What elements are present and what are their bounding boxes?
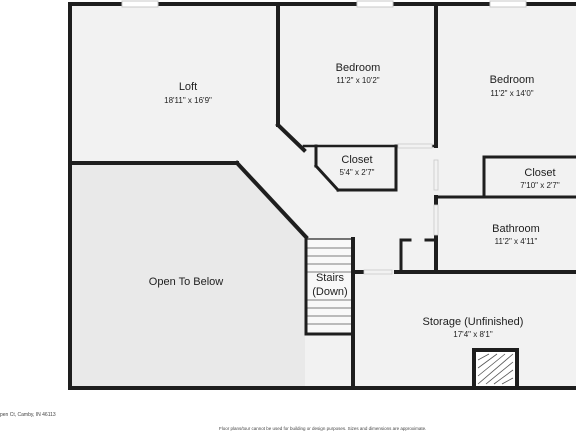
- room-label-closet-1: Closet: [341, 154, 372, 166]
- room-dims-closet-2: 7'10" x 2'7": [520, 181, 560, 190]
- disclaimer-text: Floor plans/tour cannot be used for buil…: [219, 426, 427, 431]
- room-label-loft: Loft: [179, 81, 197, 93]
- room-label-storage: Storage (Unfinished): [423, 316, 524, 328]
- stairs-treads: [305, 238, 354, 335]
- room-dims-bathroom: 11'2" x 4'11": [495, 237, 538, 246]
- room-dims-bedroom-1: 11'2" x 10'2": [336, 76, 379, 85]
- room-label-stairs-down: (Down): [312, 286, 347, 298]
- room-label-bedroom-1: Bedroom: [336, 62, 381, 74]
- room-dims-closet-1: 5'4" x 2'7": [340, 168, 375, 177]
- room-label-open-to-below: Open To Below: [149, 276, 223, 288]
- room-dims-bedroom-2: 11'2" x 14'0": [490, 89, 533, 98]
- hatched-box: [472, 348, 519, 390]
- door-openings: [363, 143, 439, 275]
- address-text: pen Ct, Camby, IN 46113: [0, 412, 56, 418]
- room-label-bathroom: Bathroom: [492, 223, 540, 235]
- room-label-stairs: Stairs: [316, 272, 345, 284]
- room-label-bedroom-2: Bedroom: [490, 74, 535, 86]
- open-to-below-area: [70, 163, 305, 388]
- windows: [121, 0, 527, 8]
- room-dims-storage: 17'4" x 8'1": [453, 330, 493, 339]
- room-label-closet-2: Closet: [524, 167, 555, 179]
- room-dims-loft: 18'11" x 16'9": [164, 96, 212, 105]
